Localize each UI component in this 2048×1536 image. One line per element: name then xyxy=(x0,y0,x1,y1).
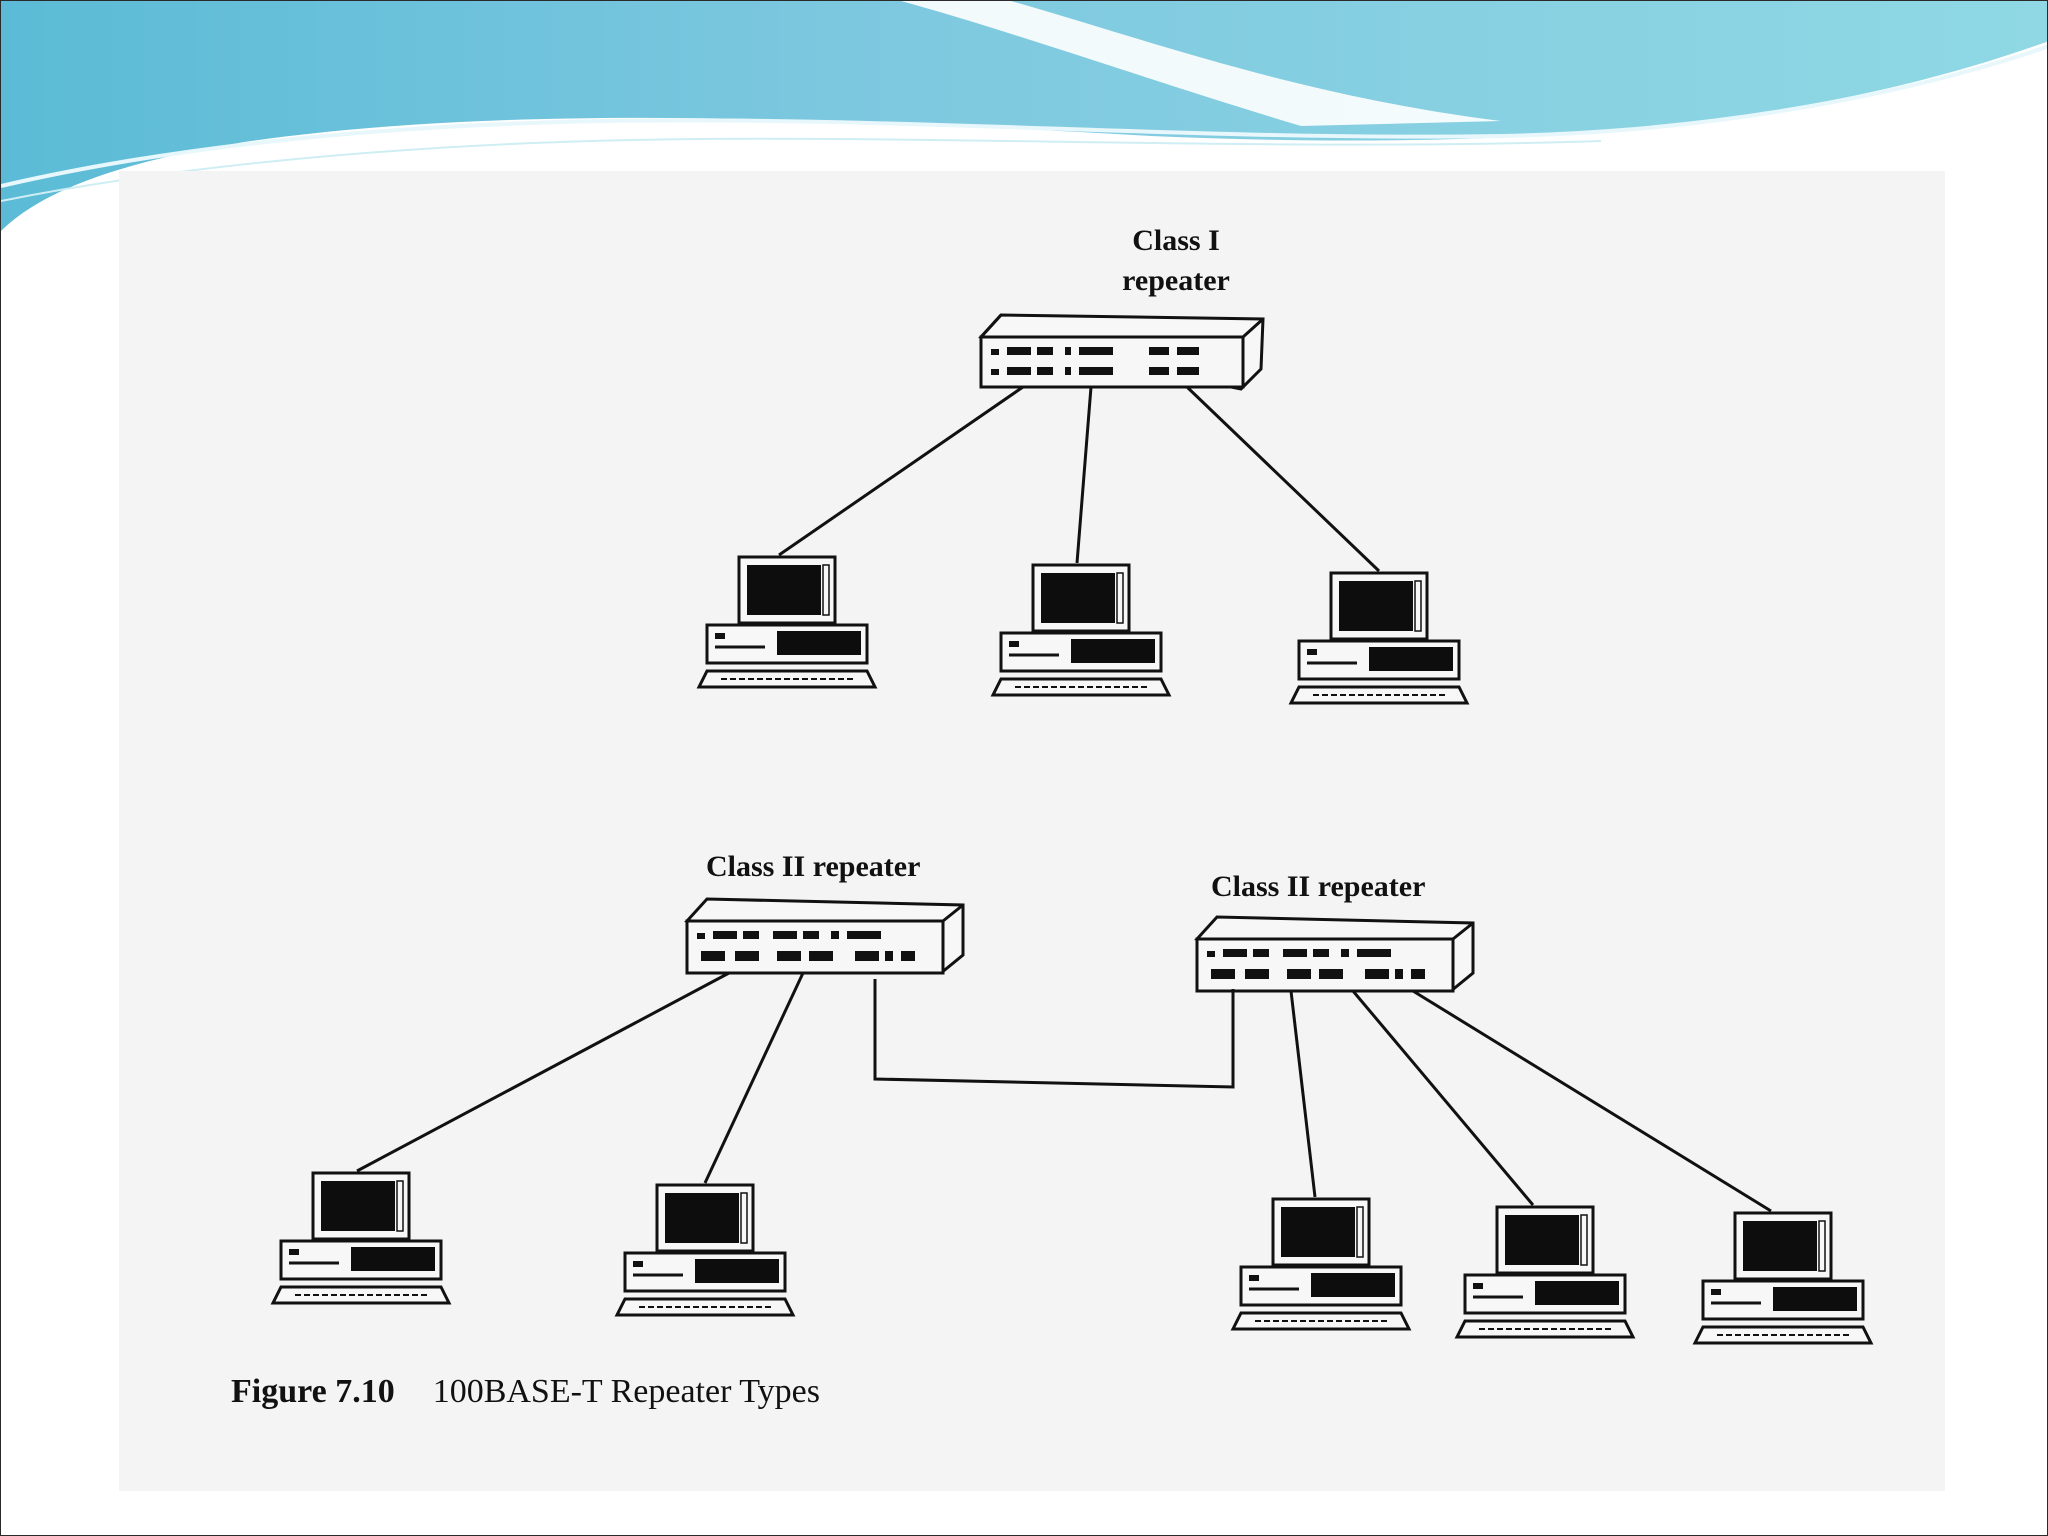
wave-header-decoration xyxy=(1,1,2047,231)
class-1-label-line1: Class I xyxy=(1132,224,1220,257)
class-1-label-line2: repeater xyxy=(1122,264,1230,297)
figure-title: 100BASE-T Repeater Types xyxy=(432,1373,821,1410)
class-1-repeater-label: Class I repeater xyxy=(1081,221,1271,301)
class-2-repeater-left-label: Class II repeater xyxy=(706,850,921,883)
class-1-repeater-device xyxy=(978,313,1265,391)
class-2-repeater-right-label: Class II repeater xyxy=(1211,870,1426,903)
class-2-repeater-right-device xyxy=(1194,915,1475,993)
figure-number: Figure 7.10 xyxy=(231,1373,395,1410)
class-2-repeater-left-device xyxy=(684,897,965,975)
figure-caption: Figure 7.10 100BASE-T Repeater Types xyxy=(231,1373,820,1411)
